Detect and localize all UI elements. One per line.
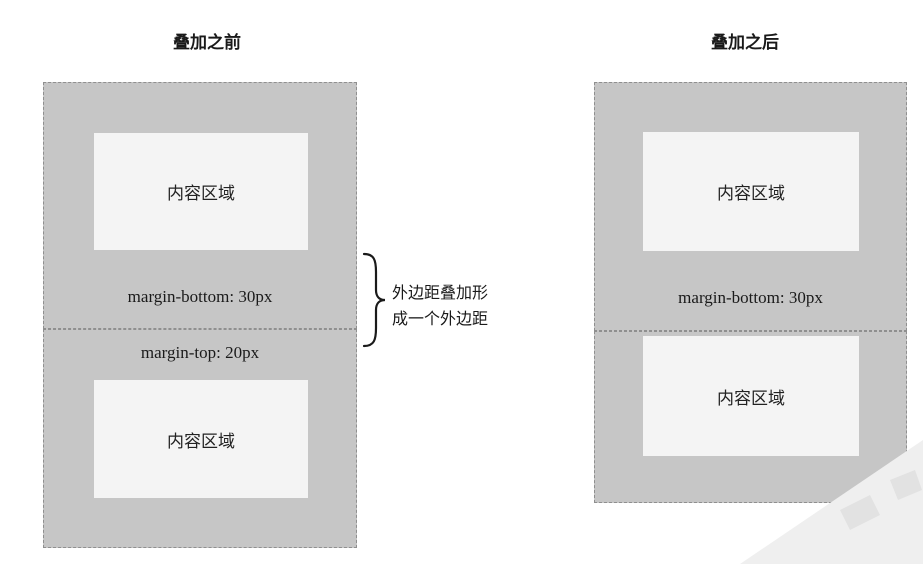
after-top-content-area: 内容区域 xyxy=(643,132,859,251)
after-top-content-label: 内容区域 xyxy=(717,184,785,204)
after-title: 叠加之后 xyxy=(711,33,779,53)
after-top-margin-box: 内容区域 margin-bottom: 30px xyxy=(594,82,907,331)
collapse-annotation: 外边距叠加形 成一个外边距 xyxy=(392,280,488,332)
annotation-line-1: 外边距叠加形 xyxy=(392,283,489,302)
before-top-content-label: 内容区域 xyxy=(167,184,235,204)
after-bottom-box: 内容区域 xyxy=(594,331,907,503)
curly-brace-icon xyxy=(362,252,386,348)
after-bottom-content-label: 内容区域 xyxy=(717,388,785,409)
before-margin-bottom-label: margin-bottom: 30px xyxy=(127,287,273,306)
before-title: 叠加之前 xyxy=(173,33,241,53)
watermark-decoration xyxy=(740,440,923,564)
before-bottom-margin-box: margin-top: 20px 内容区域 xyxy=(43,329,357,548)
before-bottom-content-label: 内容区域 xyxy=(167,431,235,452)
before-bottom-content-area: 内容区域 xyxy=(94,380,308,498)
before-top-margin-box: 内容区域 margin-bottom: 30px xyxy=(43,82,357,329)
after-margin-bottom-label: margin-bottom: 30px xyxy=(678,288,823,307)
before-top-content-area: 内容区域 xyxy=(94,133,308,250)
before-margin-top-label: margin-top: 20px xyxy=(140,343,260,362)
annotation-line-2: 成一个外边距 xyxy=(392,309,489,328)
after-bottom-content-area: 内容区域 xyxy=(643,336,859,456)
